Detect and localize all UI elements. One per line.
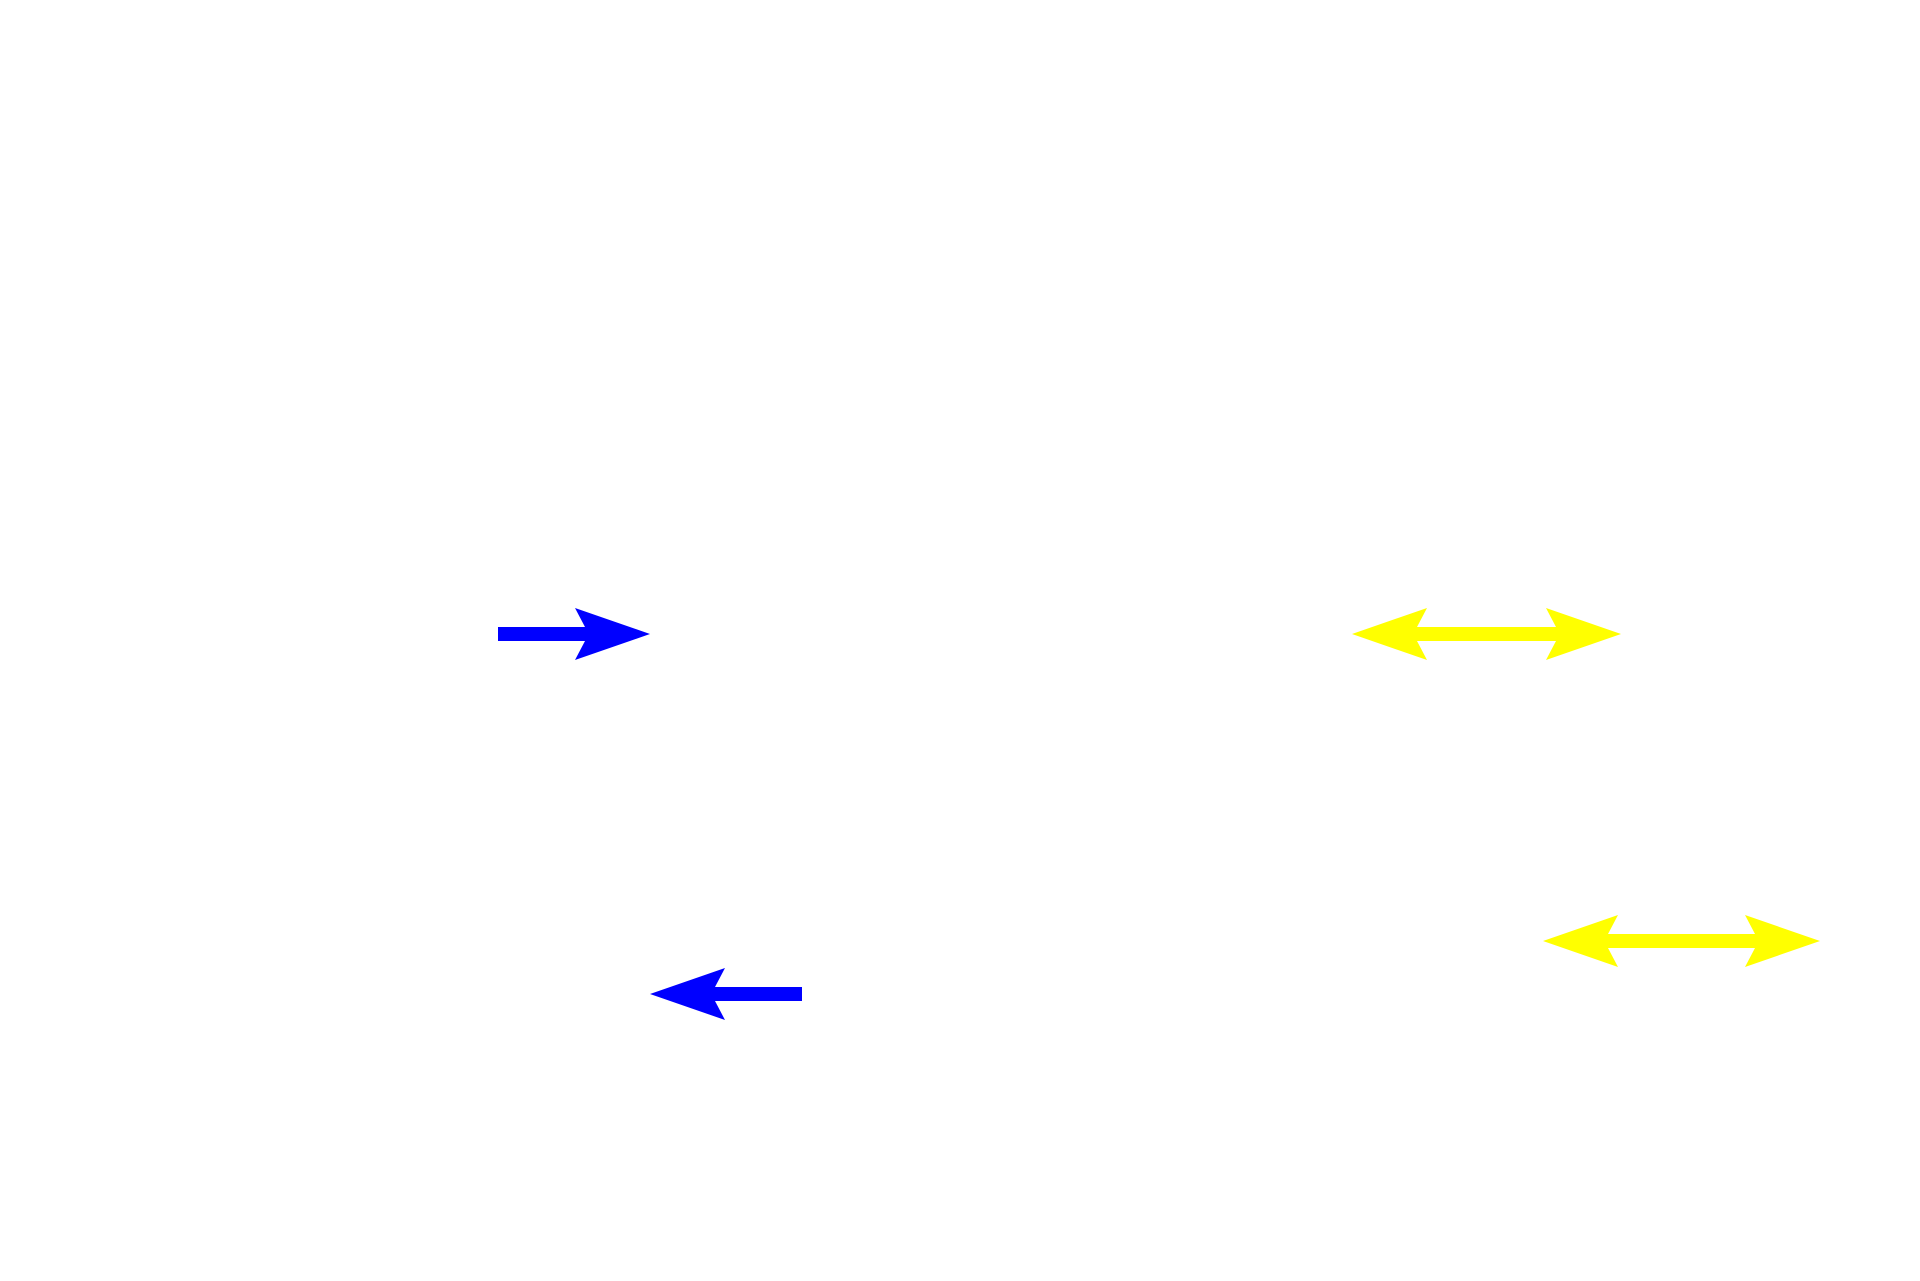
blue-arrow-right	[498, 608, 650, 660]
yellow-double-arrow-upper	[1352, 608, 1621, 660]
blue-arrow-left	[650, 968, 802, 1020]
yellow-double-arrow-lower	[1543, 915, 1820, 967]
